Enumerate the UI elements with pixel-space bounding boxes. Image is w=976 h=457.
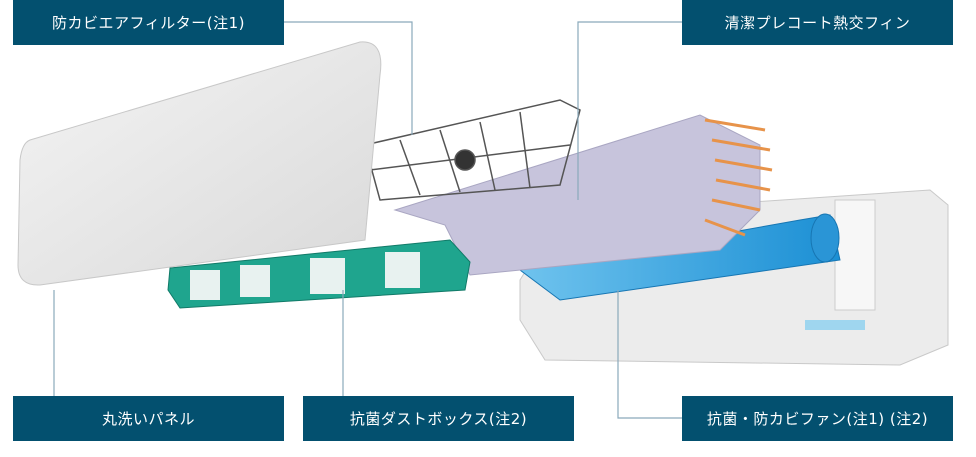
label-precoat-heat-exchanger-fin: 清潔プレコート熱交フィン	[682, 0, 953, 45]
label-antibacterial-fan: 抗菌・防カビファン(注1) (注2)	[682, 396, 953, 441]
leader-lines	[53, 21, 682, 419]
label-anti-mold-air-filter: 防カビエアフィルター(注1)	[13, 0, 284, 45]
label-antibacterial-dust-box: 抗菌ダストボックス(注2)	[303, 396, 574, 441]
cross-flow-fan	[518, 213, 841, 301]
front-panel	[17, 41, 382, 286]
dust-box	[167, 239, 471, 309]
label-washable-panel: 丸洗いパネル	[13, 396, 284, 441]
air-filter	[364, 99, 581, 201]
